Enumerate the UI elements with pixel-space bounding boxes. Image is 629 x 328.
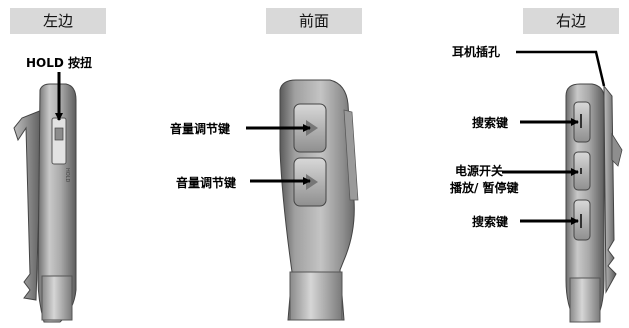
volume-key-label-top: 音量调节键 (170, 122, 231, 136)
volume-key-label-bottom: 音量调节键 (176, 176, 237, 190)
left-view-title: 左边 (10, 8, 106, 34)
left-bottom-cap (41, 275, 73, 321)
search-key-label-bottom: 搜索键 (472, 215, 509, 229)
earphone-jack-label: 耳机插孔 (452, 45, 501, 59)
earphone-jack-pointer (516, 50, 606, 87)
play-pause-key-label: 播放/ 暂停键 (450, 181, 519, 195)
power-switch-label: 电源开关 (455, 164, 504, 178)
right-belt-clip (603, 84, 617, 294)
front-device (246, 79, 359, 321)
hold-switch-text: HOLD (64, 168, 70, 182)
right-bottom-cap (569, 277, 601, 323)
right-side-device (502, 50, 623, 323)
right-view-title: 右边 (523, 8, 619, 34)
left-side-device: HOLD (13, 72, 77, 323)
front-bottom-cap (289, 271, 343, 321)
search-key-label-top: 搜索键 (472, 116, 509, 130)
hold-button-label: HOLD 按扭 (26, 56, 93, 70)
front-view-title: 前面 (266, 8, 362, 34)
hold-switch (51, 117, 67, 165)
